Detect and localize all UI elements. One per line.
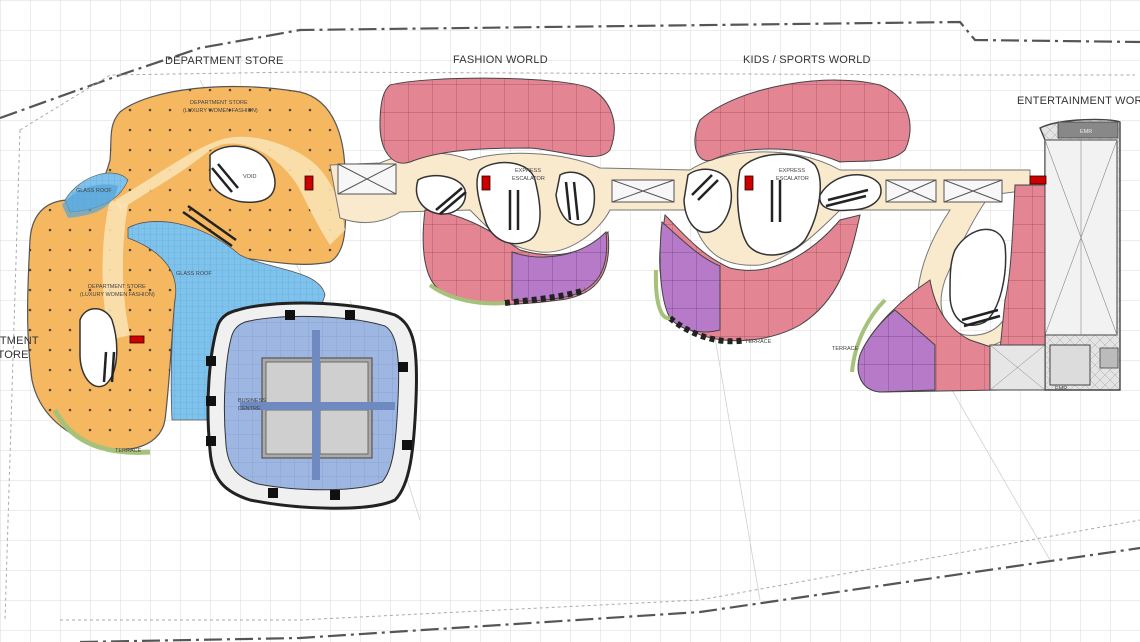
label-express-escalator-1b: ESCALATOR (512, 176, 545, 182)
label-express-escalator-1a: EXPRESS (515, 168, 541, 174)
label-express-escalator-2b: ESCALATOR (776, 176, 809, 182)
label-express-escalator-2a: EXPRESS (779, 168, 805, 174)
zone-label-left-department: DEPARTMENT (0, 335, 39, 347)
label-dept-store-lower-2: (LUXURY WOMEN FASHION) (80, 292, 155, 298)
label-emr: EMR (1080, 129, 1092, 135)
label-terrace-1: TERRACE (115, 448, 142, 454)
label-dept-store-lower-1: DEPARTMENT STORE (88, 284, 146, 290)
zone-label-entertainment-world: ENTERTAINMENT WORLD (1017, 95, 1140, 107)
label-void: VOID (243, 174, 256, 180)
zone-label-fashion-world: FASHION WORLD (453, 54, 548, 66)
label-glass-roof: GLASS ROOF (176, 271, 212, 277)
inner-boundary (4, 71, 1140, 621)
entertainment-world-block (850, 118, 1121, 393)
kids-sports-world-block (653, 79, 911, 345)
zone-label-left-store: STORE (0, 349, 29, 361)
label-terrace-3: TERRACE (832, 346, 859, 352)
business-centre-tower (206, 301, 419, 510)
fashion-world-block (379, 77, 615, 306)
label-business-centre-2: CENTRE (238, 406, 261, 412)
zone-label-kids-sports-world: KIDS / SPORTS WORLD (743, 54, 871, 66)
zone-label-department-store: DEPARTMENT STORE (165, 55, 284, 67)
label-terrace-2: TERRACE (745, 339, 772, 345)
label-business-centre-1: BUSINESS (238, 398, 266, 404)
label-glass-roof-small: GLASS ROOF (76, 188, 112, 194)
glass-link-panels (337, 163, 1003, 203)
label-dept-store-upper-2: (LUXURY WOMEN FASHION) (183, 108, 258, 114)
label-emr-1: EMR (1055, 386, 1067, 392)
label-dept-store-upper-1: DEPARTMENT STORE (190, 100, 248, 106)
